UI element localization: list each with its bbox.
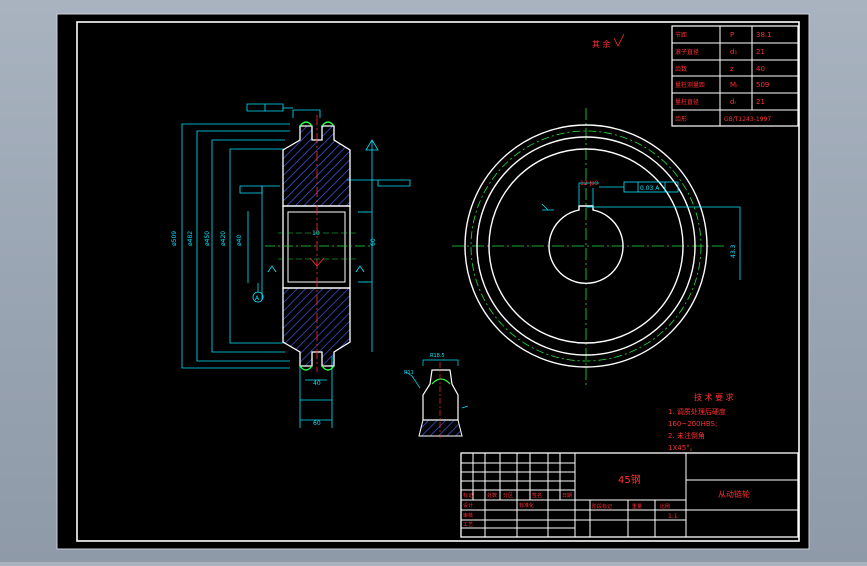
tech-line-3: 2. 未注倒角 bbox=[668, 431, 705, 440]
param-table: 节距 P 38.1 滚子直径 d₁ 21 齿数 z 40 量柱测量距 Mᵣ 509 量柱直径 dᵣ 21 齿形… bbox=[671, 25, 799, 127]
dim-40: 40 bbox=[313, 380, 321, 387]
tech-line-2: 160~200HBS; bbox=[668, 420, 717, 428]
param-symbol: z bbox=[730, 65, 734, 73]
param-symbol: Mᵣ bbox=[730, 81, 738, 89]
title-block bbox=[460, 452, 799, 538]
svg-text:日期: 日期 bbox=[562, 493, 572, 499]
param-symbol: P bbox=[730, 31, 734, 39]
tech-requirements: 技 术 要 求 1. 调质处理后硬度 160~200HBS; 2. 未注倒角 1… bbox=[668, 392, 734, 452]
svg-text:12 Js9: 12 Js9 bbox=[580, 180, 598, 187]
dim-60: 60 bbox=[313, 420, 321, 427]
tech-title: 技 术 要 求 bbox=[694, 392, 734, 402]
param-value: 21 bbox=[756, 98, 765, 106]
svg-text:60: 60 bbox=[370, 238, 377, 246]
svg-text:工艺: 工艺 bbox=[463, 522, 473, 528]
svg-text:标准化: 标准化 bbox=[519, 502, 534, 509]
param-symbol: dᵣ bbox=[730, 98, 736, 106]
bore-keyway bbox=[548, 205, 624, 285]
svg-text:43.3: 43.3 bbox=[730, 244, 737, 258]
roughness-note: 其 余 bbox=[592, 39, 611, 49]
svg-text:处数: 处数 bbox=[487, 492, 497, 499]
param-value: 509 bbox=[756, 81, 769, 89]
tooth-detail: R18.5 R11 bbox=[404, 353, 469, 438]
drawing-border bbox=[76, 21, 800, 542]
datum-a-label: A bbox=[255, 295, 260, 302]
drawing-paper bbox=[56, 13, 810, 550]
svg-text:R18.5: R18.5 bbox=[430, 353, 445, 359]
param-label: 齿数 bbox=[675, 65, 687, 73]
keyway-tolerance: 0.03 A bbox=[640, 185, 660, 192]
diameter-dimensions bbox=[181, 103, 411, 428]
hub-circle bbox=[488, 148, 684, 344]
svg-text:ø509: ø509 bbox=[171, 231, 178, 246]
scale-text: 1:1 bbox=[668, 513, 678, 520]
param-symbol: d₁ bbox=[730, 48, 737, 56]
pitch-circle bbox=[470, 130, 702, 362]
section-view: ø509 ø482 ø450 ø420 60 ø40 10 40 60 A bbox=[171, 103, 411, 428]
front-view: 0.03 A 12 Js9 43.3 bbox=[452, 108, 741, 388]
part-name-text: 从动链轮 bbox=[718, 489, 750, 499]
svg-text:设计: 设计 bbox=[463, 502, 473, 509]
param-value: 21 bbox=[756, 48, 765, 56]
svg-text:阶段标记: 阶段标记 bbox=[592, 503, 612, 510]
dim-10: 10 bbox=[312, 230, 320, 237]
tech-line-1: 1. 调质处理后硬度 bbox=[668, 407, 726, 416]
tip-circle bbox=[464, 124, 708, 368]
material-text: 45钢 bbox=[618, 473, 641, 486]
svg-text:ø482: ø482 bbox=[187, 231, 194, 246]
roughness-symbol bbox=[613, 33, 625, 47]
param-value: 40 bbox=[756, 65, 765, 73]
svg-text:R11: R11 bbox=[404, 370, 414, 376]
param-symbol: GB/T1243-1997 bbox=[724, 116, 771, 123]
tech-line-4: 1X45°。 bbox=[668, 444, 697, 452]
svg-text:ø40: ø40 bbox=[236, 235, 243, 246]
svg-text:重量: 重量 bbox=[632, 503, 642, 510]
param-label: 量柱直径 bbox=[675, 98, 699, 106]
param-label: 节距 bbox=[675, 31, 687, 39]
svg-text:分区: 分区 bbox=[503, 492, 513, 499]
param-value: 38.1 bbox=[756, 31, 772, 39]
svg-text:ø420: ø420 bbox=[220, 231, 227, 246]
param-label: 齿形 bbox=[675, 115, 687, 123]
svg-text:审核: 审核 bbox=[463, 512, 473, 519]
svg-text:比例: 比例 bbox=[660, 503, 670, 510]
param-label: 量柱测量距 bbox=[675, 81, 705, 89]
svg-text:签名: 签名 bbox=[532, 492, 542, 499]
svg-text:标记: 标记 bbox=[463, 492, 473, 499]
root-circle bbox=[476, 136, 696, 356]
svg-text:ø450: ø450 bbox=[204, 231, 211, 246]
param-label: 滚子直径 bbox=[675, 48, 699, 56]
